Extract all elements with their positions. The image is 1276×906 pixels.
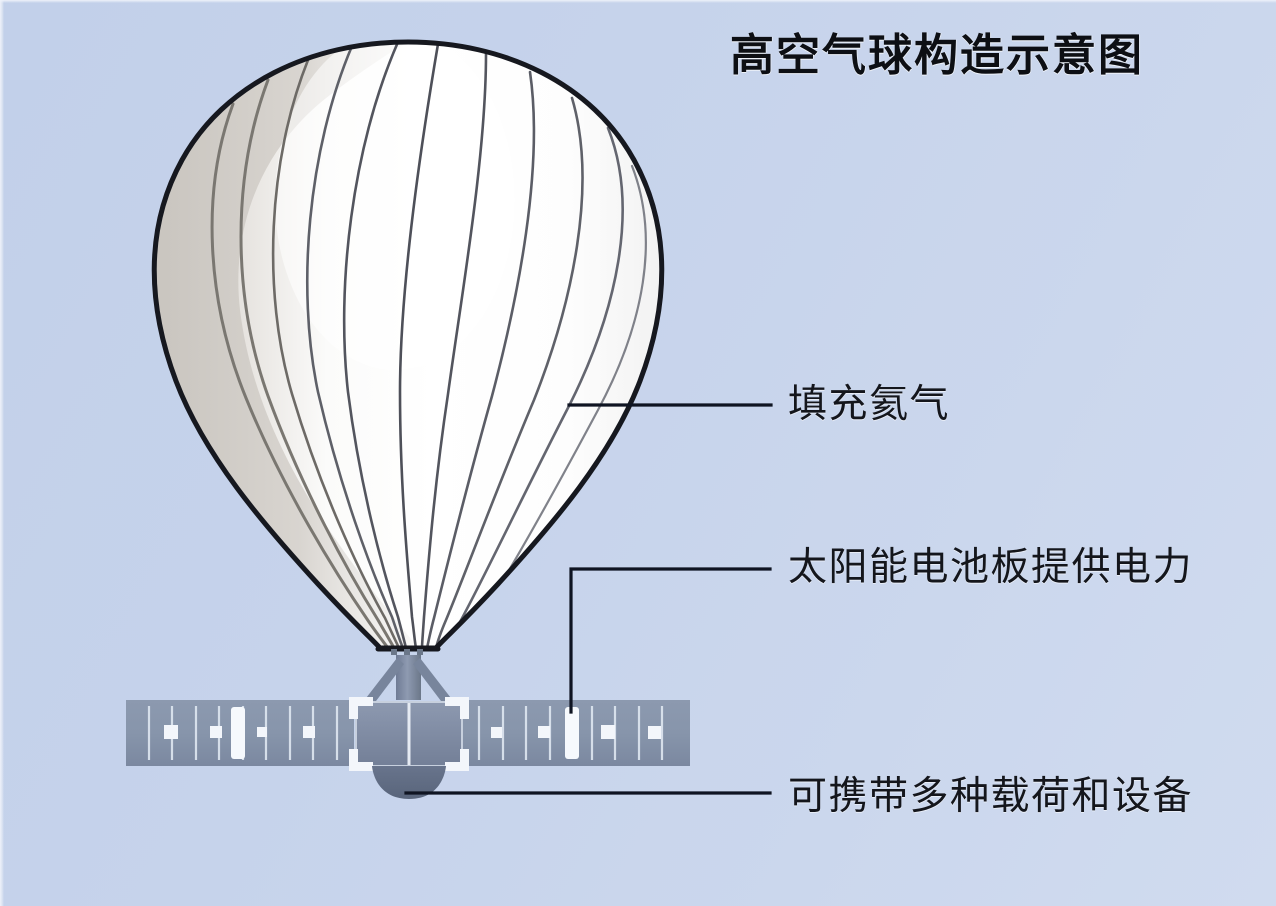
right-wing-highlight-strip <box>565 707 579 759</box>
callout-label-payload: 可携带多种载荷和设备 <box>788 775 1194 818</box>
lip-tab-right <box>417 649 423 655</box>
envelope-gore-lines <box>210 42 647 648</box>
left-wing-highlight-strip <box>231 707 245 759</box>
callout-label-gas: 填充氦气 <box>788 383 951 426</box>
lip-tab-mid <box>404 649 410 655</box>
solar-array-left-wing <box>126 700 354 766</box>
gondola-corner-fittings <box>349 697 469 771</box>
suspension-strut-left-solid <box>363 658 404 705</box>
suspension-assembly <box>363 649 454 705</box>
envelope-highlight <box>275 42 515 370</box>
solar-array-right-wing <box>462 700 690 766</box>
callout-label-solar: 太阳能电池板提供电力 <box>788 546 1194 589</box>
right-wing-cell-nodes <box>491 725 661 739</box>
balloon-envelope <box>151 39 665 652</box>
left-wing-cell-nodes <box>164 725 315 739</box>
envelope-shadow-crescent <box>154 42 418 648</box>
page-title: 高空气球构造示意图 <box>730 31 1144 80</box>
leader-line-solar <box>569 567 772 714</box>
suspension-strut-right-solid <box>413 658 454 705</box>
payload-dome <box>372 766 446 799</box>
solar-array <box>126 700 690 766</box>
lip-tab-left <box>391 649 397 655</box>
gondola <box>349 697 469 799</box>
leader-lines <box>404 403 773 795</box>
